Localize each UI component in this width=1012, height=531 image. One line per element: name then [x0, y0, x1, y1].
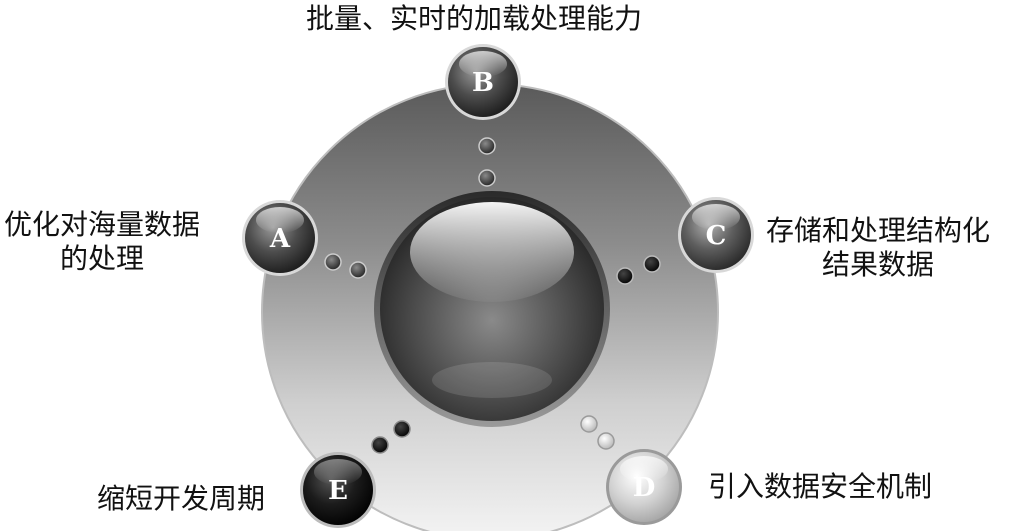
- label-e: 缩短开发周期: [97, 482, 266, 515]
- node-d-letter: D: [633, 473, 656, 503]
- label-a-line1: 优化对海量数据: [4, 208, 201, 241]
- label-c: 存储和处理结构化 结果数据: [766, 214, 990, 282]
- node-c-letter: C: [706, 221, 727, 251]
- connector-dots-d: [580, 415, 615, 450]
- connector-dots-e: [371, 420, 411, 454]
- label-c-line1: 存储和处理结构化: [766, 214, 991, 247]
- node-e: E: [300, 452, 376, 528]
- node-a-letter: A: [269, 224, 291, 254]
- node-d: D: [606, 449, 682, 525]
- node-a: A: [242, 200, 318, 276]
- label-c-line2: 结果数据: [822, 248, 935, 281]
- node-b: B: [445, 44, 521, 120]
- node-e-letter: E: [328, 476, 348, 506]
- node-c: C: [678, 197, 754, 273]
- connector-dots-a: [324, 253, 367, 279]
- connector-dots-b: [478, 137, 496, 187]
- label-a-line2: 的处理: [60, 242, 145, 275]
- label-b: 批量、实时的加载处理能力: [306, 2, 643, 35]
- center-sphere: [374, 191, 610, 427]
- label-a: 优化对海量数据 的处理: [4, 208, 200, 276]
- node-b-letter: B: [472, 68, 494, 98]
- label-d: 引入数据安全机制: [708, 470, 933, 503]
- connector-dots-c: [616, 255, 661, 285]
